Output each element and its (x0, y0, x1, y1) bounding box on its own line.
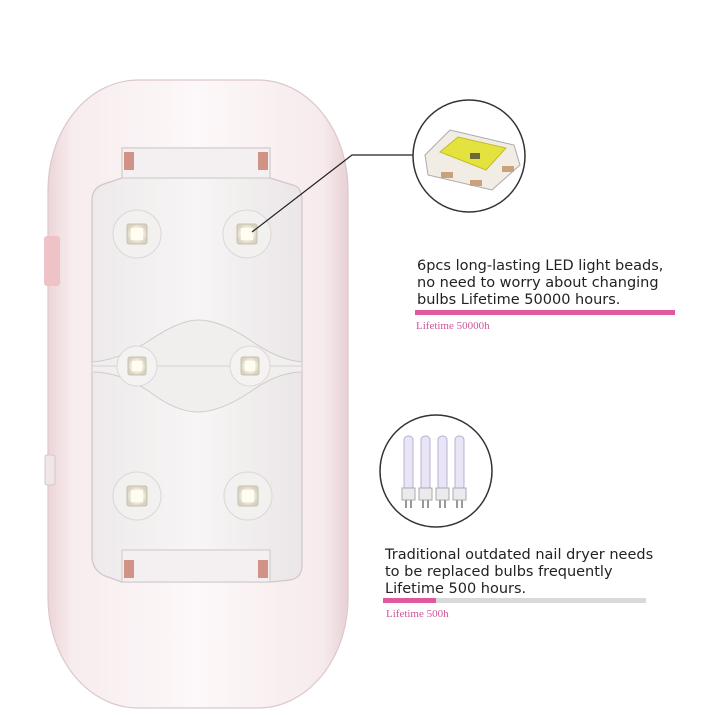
usb-port (44, 454, 56, 486)
led-lifetime-label: Lifetime 50000h (416, 320, 490, 332)
bulb-description: Traditional outdated nail dryer needs to… (385, 547, 653, 598)
led-description-line-2: no need to worry about changing (417, 275, 659, 291)
bulb-lifetime-bar (383, 598, 646, 603)
led-description: 6pcs long-lasting LED light beads, no ne… (417, 258, 663, 309)
bulb-description-line-2: to be replaced bulbs frequently (385, 564, 613, 580)
led-bead-icon (222, 209, 272, 259)
led-description-line-3: bulbs Lifetime 50000 hours. (417, 292, 621, 308)
bulb-lifetime-label: Lifetime 500h (386, 608, 449, 620)
led-lifetime-bar (415, 310, 675, 315)
callout-line (251, 154, 414, 233)
led-beads (112, 209, 273, 521)
led-lifetime-fill (415, 310, 675, 315)
led-bead-icon (112, 471, 162, 521)
led-bead-icon (116, 345, 158, 387)
bulb-lifetime-fill (383, 598, 436, 603)
led-bead-icon (229, 345, 271, 387)
led-bead-icon (112, 209, 162, 259)
led-bead-icon (223, 471, 273, 521)
uv-bulb-icon (401, 435, 467, 508)
power-button (44, 236, 60, 286)
led-description-line-1: 6pcs long-lasting LED light beads, (417, 258, 664, 274)
led-chip-callout (412, 99, 526, 213)
uv-bulbs-callout (379, 414, 493, 528)
led-chip-icon (424, 129, 521, 191)
bulb-description-line-1: Traditional outdated nail dryer needs (385, 547, 654, 563)
bulb-description-line-3: Lifetime 500 hours. (385, 581, 527, 597)
